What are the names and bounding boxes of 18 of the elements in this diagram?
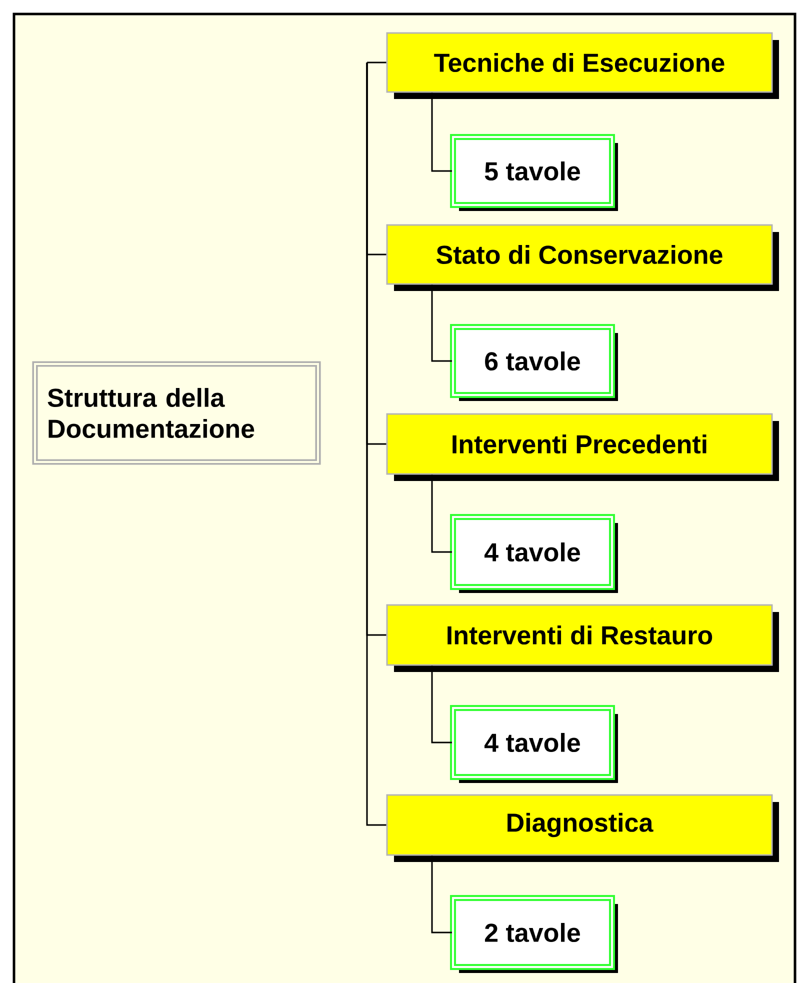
count-box: 2 tavole xyxy=(450,895,618,973)
root-box: Struttura della Documentazione xyxy=(32,361,321,465)
category-box: Diagnostica xyxy=(386,794,779,862)
connector-line xyxy=(431,666,452,744)
category-box: Tecniche di Esecuzione xyxy=(386,32,779,99)
count-box: 4 tavole xyxy=(450,705,618,783)
connector-line xyxy=(367,62,386,64)
count-box: 6 tavole xyxy=(450,324,618,401)
connector-line xyxy=(431,92,452,172)
count-box: 5 tavole xyxy=(450,134,618,211)
category-box: Interventi di Restauro xyxy=(386,604,779,672)
connector-line xyxy=(431,284,452,362)
count-box: 4 tavole xyxy=(450,514,618,593)
connector-line xyxy=(366,62,386,826)
connector-line xyxy=(431,856,452,934)
category-box: Stato di Conservazione xyxy=(386,224,779,291)
connector-line xyxy=(431,474,452,553)
category-box: Interventi Precedenti xyxy=(386,413,779,481)
